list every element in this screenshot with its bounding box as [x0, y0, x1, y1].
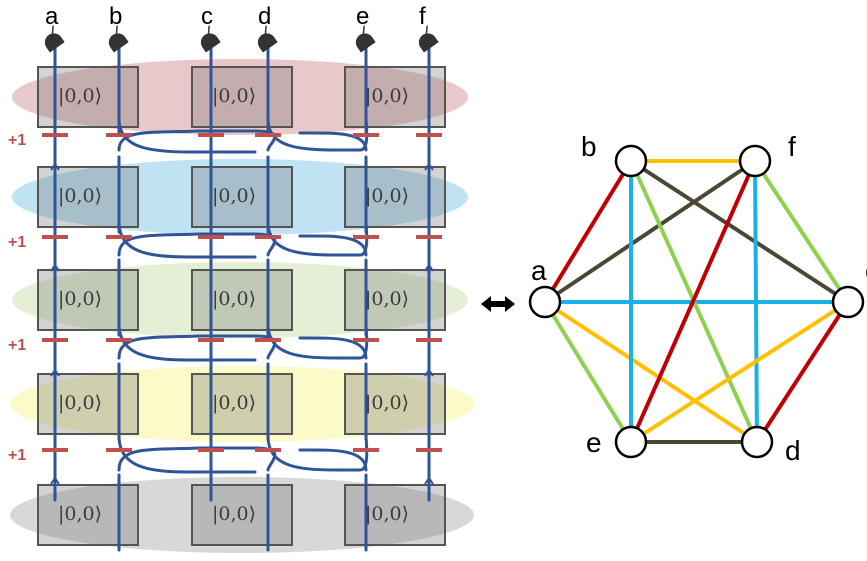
- edge-a-d: [543, 300, 759, 444]
- detector-wire: [362, 25, 365, 35]
- detector-body: [355, 33, 376, 53]
- detector-label-c: c: [201, 3, 213, 30]
- detector-wire: [207, 25, 210, 35]
- source-box-label-r5c2: |0,0⟩: [212, 503, 256, 525]
- flow-arrowhead-7: [424, 368, 434, 377]
- phase-label-3: +1: [8, 337, 26, 354]
- crossover-3d: [298, 336, 368, 360]
- node-label-f: f: [788, 131, 796, 162]
- source-box-r5c2: [191, 484, 293, 546]
- coloured-graph: a b f c d e: [528, 131, 867, 466]
- edge-c-d: [755, 300, 850, 444]
- source-box-r4c2: [191, 373, 293, 435]
- source-box-label-r3c1: |0,0⟩: [58, 288, 102, 310]
- source-box-r1c2: [191, 66, 293, 128]
- source-box-label-r1c1: |0,0⟩: [58, 85, 102, 107]
- source-box-label-r2c1: |0,0⟩: [58, 185, 102, 207]
- detector-label-a: a: [45, 3, 59, 30]
- edge-f-c: [753, 159, 850, 304]
- detector-d: [257, 25, 278, 53]
- source-box-label-r4c2: |0,0⟩: [212, 392, 256, 414]
- source-box-label-r3c2: |0,0⟩: [212, 288, 256, 310]
- layer-ellipse-5: [10, 477, 474, 553]
- edge-f-d: [753, 160, 759, 443]
- node-label-c: c: [865, 255, 867, 286]
- source-box-label-r1c3: |0,0⟩: [365, 85, 409, 107]
- flow-arrowhead-8: [424, 476, 434, 485]
- source-box-label-r2c2: |0,0⟩: [212, 185, 256, 207]
- flow-arrowhead-4: [50, 476, 60, 485]
- layer-ellipse-3: [12, 262, 468, 338]
- node-d: [740, 425, 774, 459]
- detector-b: [108, 25, 129, 53]
- edge-a-e: [543, 300, 633, 444]
- layer-ellipse-2: [12, 159, 468, 235]
- node-a: [528, 285, 562, 319]
- detector-label-f: f: [419, 3, 426, 30]
- flow-arrowhead-5: [424, 162, 434, 171]
- crossover-3b: [266, 322, 369, 360]
- crossover-1d: [298, 131, 368, 152]
- source-box-label-r4c1: |0,0⟩: [58, 392, 102, 414]
- source-box-label-r4c3: |0,0⟩: [365, 392, 409, 414]
- detector-e: [355, 25, 376, 53]
- source-box-label-r5c3: |0,0⟩: [365, 503, 409, 525]
- phase-label-2: +1: [8, 234, 26, 251]
- source-box-label-r2c3: |0,0⟩: [365, 185, 409, 207]
- node-label-e: e: [586, 427, 602, 458]
- phase-label-1: +1: [8, 132, 26, 149]
- edge-b-c: [629, 159, 850, 304]
- node-c: [831, 285, 865, 319]
- node-f: [738, 144, 772, 178]
- detector-label-b: b: [109, 3, 122, 30]
- detector-label-d: d: [258, 3, 271, 30]
- detector-a: [44, 25, 65, 53]
- edge-a-b: [543, 159, 633, 304]
- node-label-a: a: [531, 255, 547, 286]
- edge-a-f: [543, 159, 757, 304]
- detector-body: [108, 33, 129, 53]
- node-label-d: d: [785, 435, 801, 466]
- detector-wire: [51, 25, 54, 35]
- crossover-2d: [298, 234, 368, 257]
- detector-f: [418, 25, 439, 53]
- flow-arrowhead-2: [50, 263, 60, 272]
- detector-c: [200, 25, 221, 53]
- node-b: [614, 144, 648, 178]
- source-box-label-r5c1: |0,0⟩: [58, 503, 102, 525]
- layer-ellipse-4: [10, 366, 474, 442]
- edge-c-e: [629, 300, 850, 444]
- flow-arrowhead-6: [424, 263, 434, 272]
- source-box-r3c2: [191, 269, 293, 331]
- node-label-b: b: [581, 131, 597, 162]
- detector-wire: [264, 25, 267, 35]
- crossover-4c: [117, 434, 257, 474]
- detector-body: [200, 33, 221, 53]
- double-arrow-icon: [481, 296, 515, 312]
- equivalence-arrow: [481, 296, 515, 312]
- source-box-label-r1c2: |0,0⟩: [212, 85, 256, 107]
- edge-f-e: [629, 160, 757, 443]
- detector-body: [44, 33, 65, 53]
- photonic-circuit: +1 +1 +1 +1 a b c d e f |0,0⟩ |0,0⟩ |0,0⟩ |0,0⟩ |0,0⟩ |…: [8, 3, 474, 553]
- detector-body: [257, 33, 278, 53]
- crossover-4d: [298, 448, 368, 472]
- source-box-label-r3c3: |0,0⟩: [365, 288, 409, 310]
- node-e: [614, 425, 648, 459]
- phase-label-4: +1: [8, 447, 26, 464]
- detector-label-e: e: [356, 3, 369, 30]
- detector-wire: [115, 25, 118, 35]
- detector-body: [418, 33, 439, 53]
- flow-arrowhead-3: [50, 368, 60, 377]
- flow-arrowhead-1: [50, 162, 60, 171]
- source-box-r2c2: [191, 166, 293, 228]
- layer-ellipse-1: [12, 59, 468, 135]
- detector-wire: [425, 25, 428, 35]
